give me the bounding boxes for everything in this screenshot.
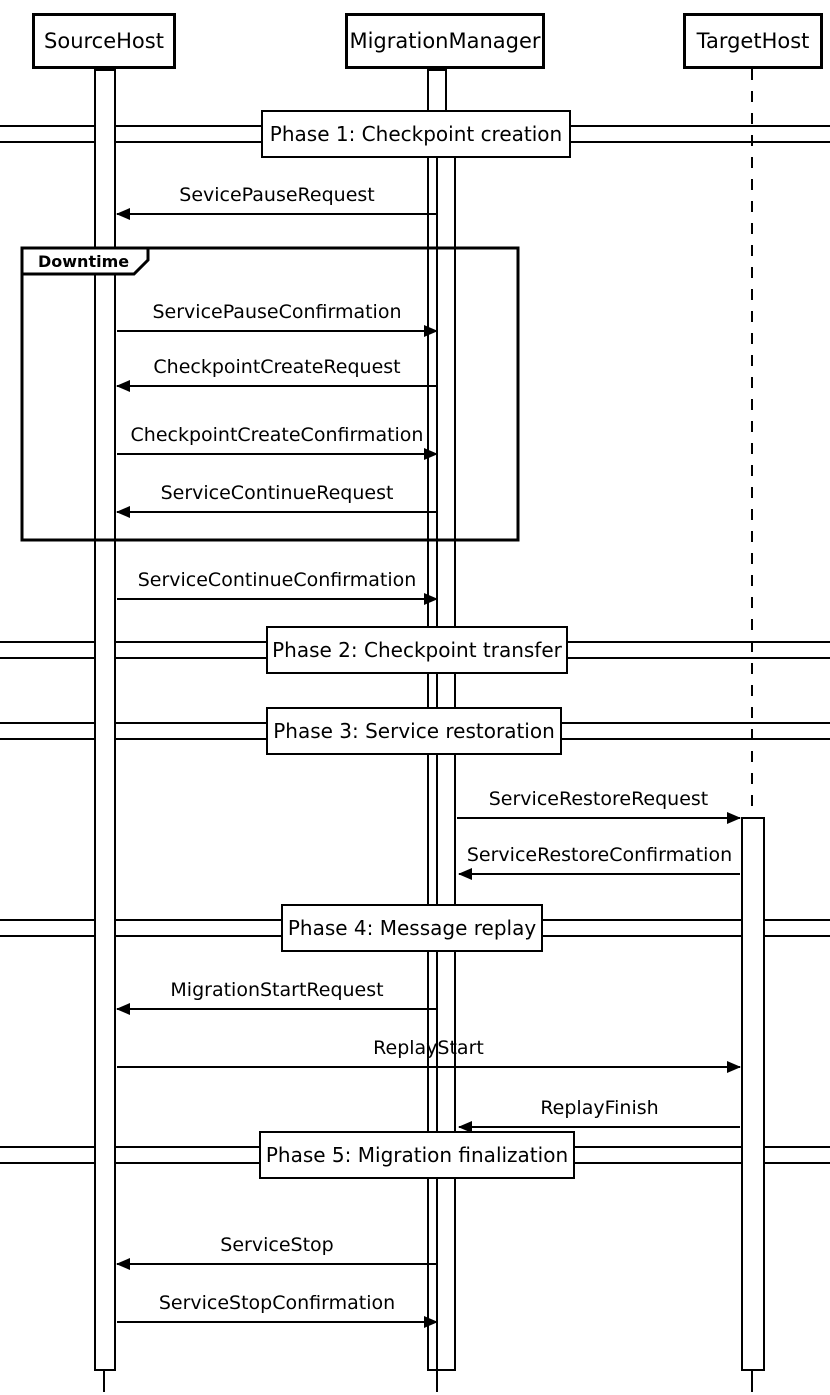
message-label-5: ServiceContinueConfirmation [137,569,417,591]
phase-divider-label-3: Phase 4: Message replay [281,904,543,952]
participant-header-target[interactable]: TargetHost [683,13,823,69]
message-label-9: ReplayStart [373,1037,484,1059]
message-label-7: ServiceRestoreConfirmation [466,844,733,866]
message-label-6: ServiceRestoreRequest [488,788,709,810]
message-label-10: ReplayFinish [540,1097,659,1119]
phase-divider-label-2: Phase 3: Service restoration [266,707,562,755]
message-label-8: MigrationStartRequest [170,979,384,1001]
message-label-11: ServiceStop [220,1234,334,1256]
fragment-tab-0 [20,246,150,276]
message-label-0: SevicePauseRequest [179,184,375,206]
message-label-1: ServicePauseConfirmation [152,301,402,323]
phase-divider-label-4: Phase 5: Migration finalization [259,1131,575,1179]
message-label-3: CheckpointCreateConfirmation [130,424,424,446]
messages-layer [116,208,741,1328]
message-label-4: ServiceContinueRequest [160,482,394,504]
phase-divider-label-1: Phase 2: Checkpoint transfer [266,626,568,674]
lifeline-stubs-layer [103,1372,753,1392]
message-label-12: ServiceStopConfirmation [158,1292,396,1314]
activation-bar-source-0 [94,69,116,1371]
fragments-layer [20,246,520,542]
message-label-2: CheckpointCreateRequest [153,356,401,378]
fragment-border-0 [20,246,520,542]
fragment-label-0: Downtime [38,252,130,271]
participant-header-source[interactable]: SourceHost [32,13,176,69]
phase-divider-label-0: Phase 1: Checkpoint creation [261,110,571,158]
participant-header-manager[interactable]: MigrationManager [345,13,545,69]
activation-bar-manager-1 [436,154,456,1371]
activation-bar-target-0 [741,817,765,1371]
